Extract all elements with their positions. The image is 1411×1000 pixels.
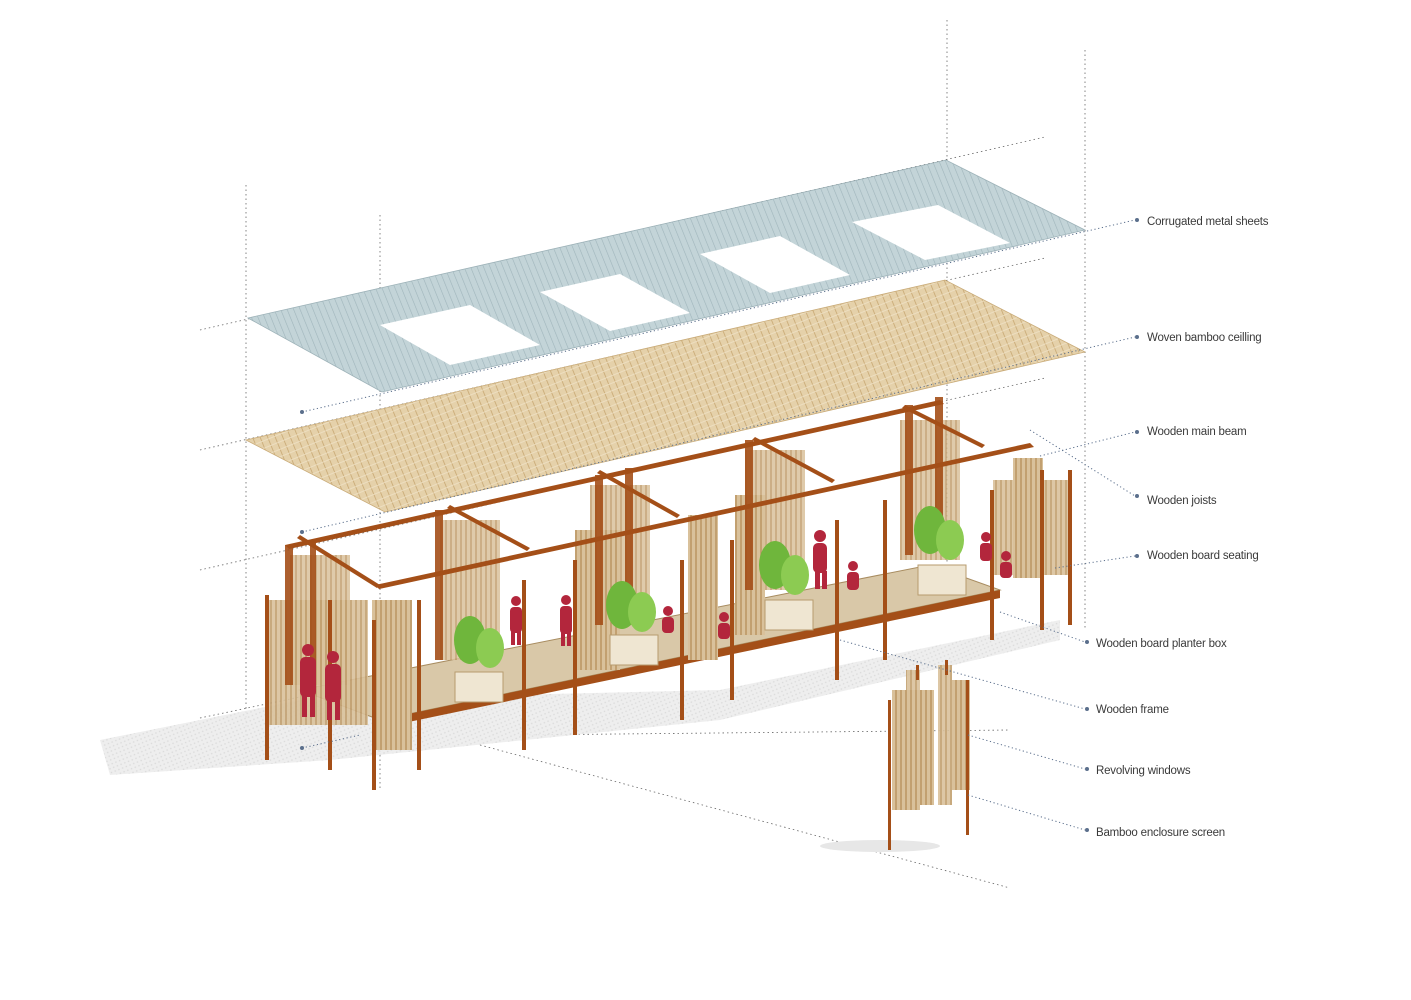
label-corrugated-metal-sheets: Corrugated metal sheets (1147, 216, 1269, 228)
bamboo-enclosure-screen (1013, 458, 1043, 578)
wooden-post (625, 468, 633, 618)
person-figure (510, 596, 522, 645)
wooden-joist (597, 470, 680, 518)
revolving-window-panel (952, 680, 970, 790)
wooden-post (730, 540, 734, 700)
planter-boxes (454, 506, 967, 703)
bamboo-ceiling-panel (244, 279, 1087, 513)
label-wooden-joists: Wooden joists (1147, 495, 1217, 507)
wooden-post (990, 490, 994, 640)
wooden-joist (297, 535, 380, 588)
planter-box (759, 541, 814, 631)
skylight-opening (852, 205, 1010, 260)
label-wooden-board-seating: Wooden board seating (1147, 550, 1259, 562)
person-figure (300, 644, 316, 717)
woven-bamboo-ceiling (244, 279, 1087, 513)
wooden-main-beam (285, 400, 944, 549)
wooden-post (680, 560, 684, 720)
person-figure (847, 561, 859, 590)
label-woven-bamboo-ceiling: Woven bamboo ceilling (1147, 332, 1262, 344)
bamboo-enclosure-screen (688, 515, 718, 660)
wooden-post (745, 440, 753, 590)
label-wooden-frame: Wooden frame (1096, 704, 1169, 716)
wooden-post (573, 560, 577, 735)
label-bamboo-enclosure-screen: Bamboo enclosure screen (1096, 827, 1225, 839)
revolving-window-panel (938, 665, 952, 805)
label-revolving-windows: Revolving windows (1096, 765, 1191, 777)
wooden-post (435, 510, 443, 660)
person-figure (718, 612, 730, 639)
wooden-post (835, 520, 839, 680)
wooden-post (522, 580, 526, 750)
wooden-post (595, 475, 603, 625)
skylight-opening (700, 236, 850, 293)
ground-shadow (100, 620, 1060, 852)
wooden-post (935, 397, 943, 547)
planter-box (914, 506, 967, 596)
wooden-joist (752, 437, 835, 483)
corrugated-metal-roof (246, 159, 1087, 393)
label-wooden-main-beam: Wooden main beam (1147, 426, 1247, 438)
wooden-post (1068, 470, 1072, 625)
person-figure (980, 532, 992, 561)
wooden-joist (447, 505, 530, 551)
person-figure (1000, 551, 1012, 578)
wooden-post (417, 600, 421, 770)
skylight-opening (380, 305, 540, 365)
skylight-opening (540, 274, 690, 331)
revolving-window-panel (906, 670, 920, 810)
person-figure (662, 606, 674, 633)
label-wooden-board-planter-box: Wooden board planter box (1096, 638, 1227, 650)
person-figure (325, 651, 341, 720)
wooden-joist (902, 405, 985, 448)
wooden-main-beam (375, 443, 1034, 589)
wooden-post (372, 620, 376, 790)
leader-lines (300, 218, 1139, 832)
wooden-post (310, 540, 316, 680)
wooden-post (1040, 470, 1044, 630)
component-labels: Corrugated metal sheets Woven bamboo cei… (1096, 216, 1269, 839)
person-figure (813, 530, 827, 589)
wooden-post (905, 405, 913, 555)
wooden-post (883, 500, 887, 660)
revolving-window-panel (920, 690, 934, 805)
wooden-post (285, 545, 293, 685)
planter-box (454, 616, 504, 703)
people-figures (300, 530, 1012, 720)
revolving-window-detail (888, 660, 970, 850)
wooden-post (265, 595, 269, 760)
bamboo-enclosure-screen (268, 600, 368, 725)
planter-box (606, 581, 659, 666)
person-figure (560, 595, 572, 646)
bamboo-enclosure-screen (372, 600, 412, 750)
